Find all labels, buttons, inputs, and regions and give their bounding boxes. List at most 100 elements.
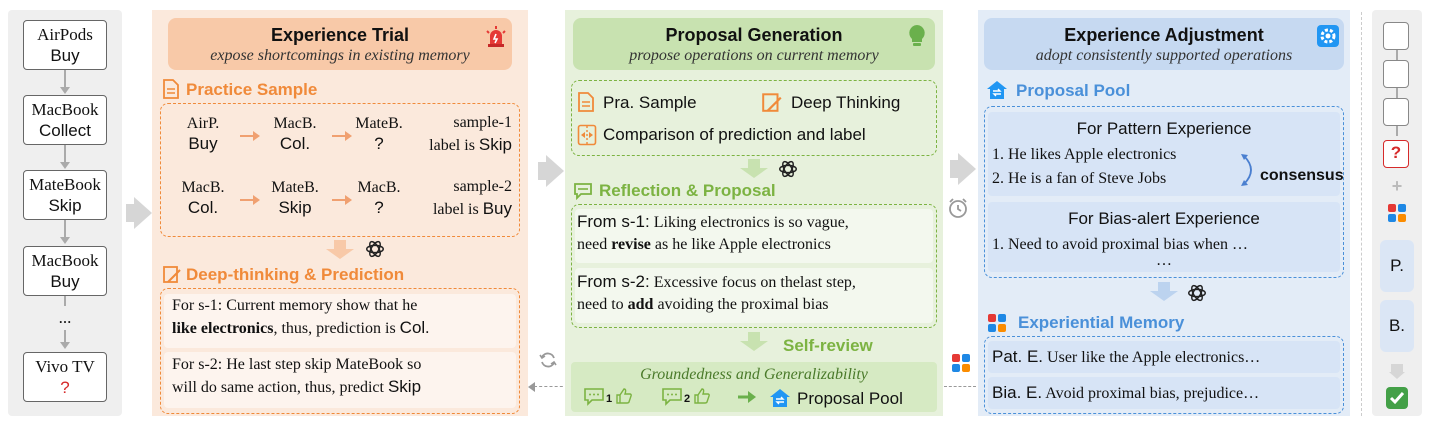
pattern-item-2: 2. He is a fan of Steve Jobs xyxy=(992,170,1167,187)
sequence-item-action: Collect xyxy=(39,121,91,140)
input-deep-thinking: Deep Thinking xyxy=(791,93,901,112)
panel-title: Experience Trial xyxy=(270,25,410,45)
sample-step-item: MateB. xyxy=(355,115,403,132)
sequence-item-name: MacBook xyxy=(31,100,99,119)
flow-arrow xyxy=(134,197,152,229)
sequence-connector xyxy=(64,220,66,238)
experiential-memory-label: Experiential Memory xyxy=(1018,313,1185,332)
memory-blocks-icon xyxy=(988,314,1006,332)
document-icon xyxy=(163,79,179,99)
sequence-item-name: MateBook xyxy=(29,175,101,194)
memory-blocks-icon xyxy=(952,354,970,372)
sample-label-value: Buy xyxy=(482,199,512,218)
sample-step-item: MacB. xyxy=(357,179,401,196)
memory-pattern-text: User like the Apple electronics… xyxy=(1047,349,1261,366)
down-arrow xyxy=(1150,291,1178,301)
criterion-1-number: 1 xyxy=(606,393,613,405)
inference-column: ? + P. B. xyxy=(1372,10,1422,416)
sample-step-action: Buy xyxy=(188,134,218,153)
step-arrow xyxy=(240,196,260,204)
flow-arrow xyxy=(958,153,976,185)
edit-note-icon xyxy=(163,266,181,283)
sequence-arrow xyxy=(60,162,70,169)
prediction-1-line1: For s-1: Current memory show that he xyxy=(172,297,418,314)
chat-bubble-icon xyxy=(574,183,592,200)
chat-bubble-icon xyxy=(662,388,682,406)
refresh-icon xyxy=(539,352,557,368)
sample-step: MateB. Skip xyxy=(260,176,330,220)
prediction-1-mid: , thus, prediction is xyxy=(273,320,396,337)
memory-blocks-icon xyxy=(1388,204,1406,222)
pool-house-icon xyxy=(770,389,790,407)
sample-step-item: MacB. xyxy=(273,115,317,132)
sequence-item-action: Skip xyxy=(48,196,82,215)
proposal-generation-header: Proposal Generation propose operations o… xyxy=(573,18,935,70)
flow-arrow-stem xyxy=(538,162,546,180)
proposal-pool-target: Proposal Pool xyxy=(797,389,903,408)
down-arrow xyxy=(740,341,768,351)
sequence-connector xyxy=(64,145,66,163)
sequence-connector xyxy=(64,70,66,88)
prediction-2: For s-2: He last step skip MateBook so w… xyxy=(172,354,512,399)
memory-bias: Bia. E. Avoid proximal bias, prejudice… xyxy=(992,382,1259,405)
experience-trial-panel: Experience Trial expose shortcomings in … xyxy=(152,10,528,416)
compare-icon xyxy=(577,124,597,146)
prediction-card-1 xyxy=(164,294,516,348)
review-criteria: Groundedness and Generalizability xyxy=(640,366,868,383)
panel-subtitle: adopt consistently supported operations xyxy=(1035,47,1293,64)
panel-subtitle: propose operations on current memory xyxy=(629,47,879,64)
feedback-arrow-head xyxy=(528,382,535,392)
down-arrow-stem xyxy=(748,332,760,341)
sequence-item-4: MacBook Buy xyxy=(23,246,107,296)
prediction-2-value: Skip xyxy=(387,377,422,396)
sample-label: sample-1 label is Skip xyxy=(422,112,512,157)
down-arrow-stem xyxy=(1391,364,1403,373)
panel-subtitle: expose shortcomings in existing memory xyxy=(210,47,470,64)
bias-more: … xyxy=(1156,252,1172,269)
sample-step-action: Col. xyxy=(187,198,219,217)
sequence-connector xyxy=(64,296,66,306)
flow-arrow-stem xyxy=(950,160,958,178)
sequence-item-2: MacBook Collect xyxy=(23,95,107,145)
reflection-2-pre: need to xyxy=(577,296,624,313)
sequence-connector xyxy=(64,330,66,342)
sequence-arrow xyxy=(60,342,70,349)
column-separator xyxy=(1361,12,1362,416)
reflection-card-1 xyxy=(575,209,933,263)
prediction-box xyxy=(160,288,520,414)
sample-step: MacB. Col. xyxy=(260,112,330,156)
openai-icon xyxy=(366,240,384,258)
sample-step-action: ? xyxy=(374,198,384,217)
memory-entry-1 xyxy=(988,341,1340,373)
gear-icon xyxy=(1317,25,1339,47)
bias-item-1: 1. Need to avoid proximal bias when … xyxy=(992,236,1248,253)
openai-icon xyxy=(779,160,797,178)
reflection-1-line1: Liking electronics is so vague, xyxy=(653,214,849,231)
consensus-arrow-icon xyxy=(1241,154,1252,186)
reflection-2-line1b: last step, xyxy=(799,274,856,291)
sequence-item-3: MateBook Skip xyxy=(23,170,107,220)
sample-step: MacB. ? xyxy=(344,176,414,220)
reflection-1: From s-1: Liking electronics is so vague… xyxy=(577,211,931,256)
sequence-item-1: AirPods Buy xyxy=(23,20,107,70)
prediction-2-mid: will do same action, thus, predict xyxy=(172,379,384,396)
memory-bias-prefix: Bia. E. xyxy=(992,383,1043,402)
reflection-proposal-label: Reflection & Proposal xyxy=(599,181,776,200)
bias-memory-pill: B. xyxy=(1380,300,1414,352)
sample-name: sample-1 xyxy=(453,114,512,131)
prediction-1: For s-1: Current memory show that he lik… xyxy=(172,295,512,340)
sequence-connector xyxy=(1396,88,1398,98)
thumbs-up-icon xyxy=(694,388,710,404)
sequence-item-name: AirPods xyxy=(37,25,93,44)
sequence-item-action: Buy xyxy=(50,46,80,65)
sample-step-action: ? xyxy=(374,134,384,153)
down-arrow xyxy=(326,249,354,259)
prediction-1-value: Col xyxy=(399,318,426,337)
prediction-1-bold: like electronics xyxy=(172,320,274,337)
down-arrow-stem xyxy=(1158,282,1170,291)
sample-step: MacB. Col. xyxy=(168,176,238,220)
reflection-1-prefix: From s-1: xyxy=(577,212,650,231)
sequence-item-name: MacBook xyxy=(31,251,99,270)
sample-step-item: MateB. xyxy=(271,179,319,196)
chat-bubble-icon xyxy=(584,388,604,406)
